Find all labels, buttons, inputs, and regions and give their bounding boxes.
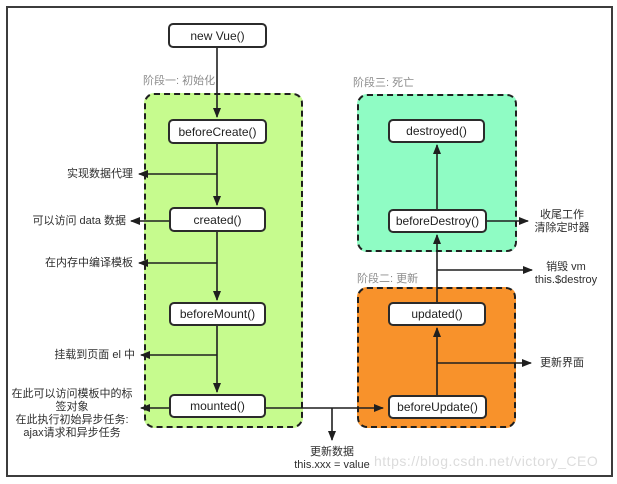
annotation-update-data-line2: this.xxx = value xyxy=(294,459,370,471)
node-before-update: beforeUpdate() xyxy=(388,395,487,419)
annotation-mounted-note: 在此可以访问模板中的标签对象 在此执行初始异步任务: ajax请求和异步任务 xyxy=(8,388,136,440)
annotation-data-proxy: 实现数据代理 xyxy=(67,168,133,180)
annotation-update-data-line1: 更新数据 xyxy=(310,446,354,458)
annotation-mount-el: 挂载到页面 el 中 xyxy=(54,349,135,361)
node-before-mount: beforeMount() xyxy=(169,302,266,326)
annotation-access-data: 可以访问 data 数据 xyxy=(32,215,126,227)
phase3-label: 阶段三: 死亡 xyxy=(353,77,415,89)
node-updated: updated() xyxy=(388,302,486,326)
node-created: created() xyxy=(169,207,266,232)
phase1-region xyxy=(144,93,303,428)
node-destroyed: destroyed() xyxy=(388,119,485,143)
annotation-cleanup: 收尾工作 清除定时器 xyxy=(534,209,590,235)
annotation-destroy-vm-line2: this.$destroy xyxy=(534,274,598,286)
node-before-destroy: beforeDestroy() xyxy=(388,209,487,233)
annotation-compile-template: 在内存中编译模板 xyxy=(45,257,133,269)
annotation-cleanup-line1: 收尾工作 xyxy=(540,209,584,221)
annotation-destroy-vm: 销毁 vm this.$destroy xyxy=(534,261,598,287)
watermark: https://blog.csdn.net/victory_CEO xyxy=(374,453,599,469)
annotation-mounted-note-line2: 在此执行初始异步任务: xyxy=(15,414,129,426)
phase1-label: 阶段一: 初始化 xyxy=(143,75,216,87)
annotation-destroy-vm-line1: 销毁 vm xyxy=(546,261,586,273)
annotation-update-data: 更新数据 this.xxx = value xyxy=(290,446,374,472)
annotation-cleanup-line2: 清除定时器 xyxy=(534,222,590,234)
annotation-mounted-note-line3: ajax请求和异步任务 xyxy=(23,427,121,439)
annotation-update-ui: 更新界面 xyxy=(540,357,584,369)
annotation-mounted-note-line1: 在此可以访问模板中的标签对象 xyxy=(11,388,133,413)
phase2-label: 阶段二: 更新 xyxy=(357,273,419,285)
node-before-create: beforeCreate() xyxy=(168,119,267,144)
node-new-vue: new Vue() xyxy=(168,23,267,48)
node-mounted: mounted() xyxy=(169,394,266,418)
